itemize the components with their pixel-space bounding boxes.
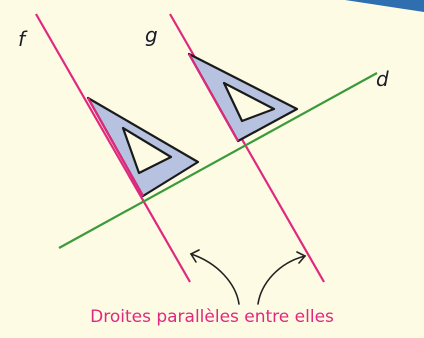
set-square-right — [187, 52, 299, 143]
arrow-left — [190, 253, 240, 305]
caption: Droites parallèles entre elles — [90, 307, 334, 327]
arrow-right-head — [296, 251, 307, 264]
corner-band — [345, 0, 424, 12]
line-d — [58, 72, 378, 249]
label-f: f — [18, 27, 26, 51]
arrow-left-head — [189, 249, 200, 263]
line-f — [35, 13, 191, 283]
line-g — [169, 13, 325, 283]
label-g: g — [145, 23, 158, 47]
label-d: d — [376, 67, 389, 91]
arrows — [189, 249, 307, 305]
set-square-left — [86, 96, 200, 198]
arrow-right — [257, 255, 306, 305]
